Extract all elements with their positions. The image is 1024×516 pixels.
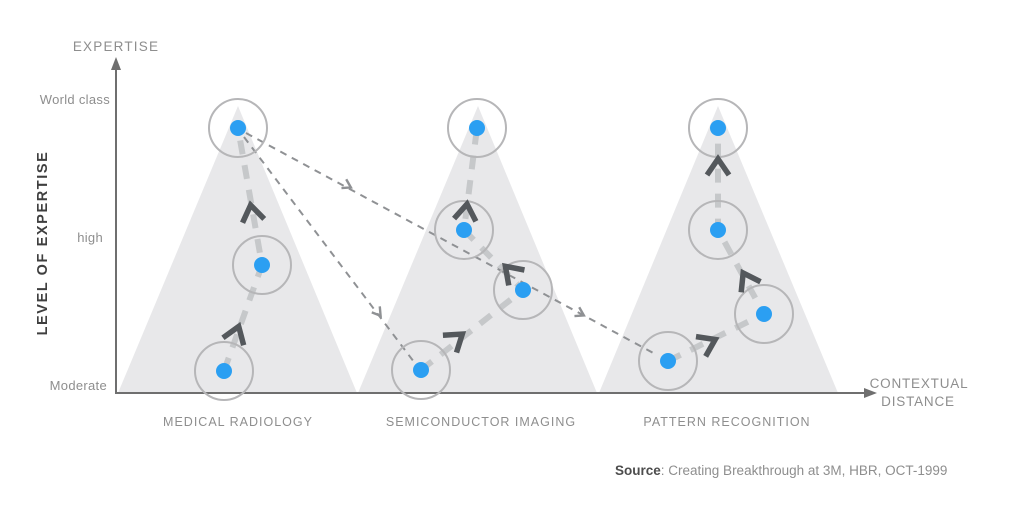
y-axis-side-title: LEVEL OF EXPERTISE <box>35 151 51 336</box>
y-tick-moderate: Moderate <box>50 378 107 393</box>
transfer-arrow-icon <box>371 306 382 318</box>
transfer-arrow-icon <box>574 306 586 318</box>
halo-circle-semiconductor-imaging <box>447 98 507 158</box>
transfer-arrow-icon <box>341 178 353 190</box>
expert-dot-medical-radiology <box>254 257 270 273</box>
direction-chevron-icon <box>240 200 267 224</box>
direction-chevron-icon <box>738 268 762 293</box>
expertise-triangle-semiconductor-imaging <box>358 106 597 393</box>
triangle-label-pattern-recognition: PATTERN RECOGNITION <box>643 415 810 429</box>
triangle-label-medical-radiology: MEDICAL RADIOLOGY <box>163 415 313 429</box>
expert-dot-pattern-recognition <box>710 120 726 136</box>
halo-circle-pattern-recognition <box>688 200 748 260</box>
expert-dot-pattern-recognition <box>756 306 772 322</box>
direction-chevron-icon <box>442 331 467 354</box>
expert-dot-semiconductor-imaging <box>456 222 472 238</box>
direction-chevron-icon <box>221 321 247 346</box>
transfer-medical-to-semiconductor <box>243 136 415 363</box>
x-axis-title-line1: CONTEXTUAL <box>870 376 969 391</box>
halo-circle-semiconductor-imaging <box>493 260 553 320</box>
halo-circle-pattern-recognition <box>638 331 698 391</box>
expertise-triangle-pattern-recognition <box>599 106 838 393</box>
x-axis-arrowhead-icon <box>864 388 877 398</box>
halo-circle-medical-radiology <box>208 98 268 158</box>
y-tick-world-class: World class <box>40 92 110 107</box>
expert-dot-pattern-recognition <box>660 353 676 369</box>
y-tick-high: high <box>77 230 103 245</box>
halo-circle-medical-radiology <box>194 341 254 401</box>
x-axis-title-line2: DISTANCE <box>881 394 955 409</box>
halo-circle-medical-radiology <box>232 235 292 295</box>
y-axis-arrowhead-icon <box>111 57 121 70</box>
expert-dot-medical-radiology <box>230 120 246 136</box>
halo-circle-pattern-recognition <box>734 284 794 344</box>
direction-chevron-icon <box>695 333 720 358</box>
expert-dot-semiconductor-imaging <box>469 120 485 136</box>
diagram-content-layer <box>194 98 794 401</box>
source-note: Source: Creating Breakthrough at 3M, HBR… <box>615 463 947 478</box>
y-axis-title: EXPERTISE <box>73 39 159 54</box>
source-label: Source <box>615 463 661 478</box>
halo-circle-semiconductor-imaging <box>391 340 451 400</box>
expert-dot-semiconductor-imaging <box>413 362 429 378</box>
expert-dot-semiconductor-imaging <box>515 282 531 298</box>
source-text: : Creating Breakthrough at 3M, HBR, OCT-… <box>661 463 948 478</box>
expert-dot-pattern-recognition <box>710 222 726 238</box>
direction-chevron-icon <box>501 262 525 286</box>
triangle-label-semiconductor-imaging: SEMICONDUCTOR IMAGING <box>386 415 576 429</box>
halo-circle-semiconductor-imaging <box>434 200 494 260</box>
direction-chevron-icon <box>452 199 479 223</box>
direction-chevron-icon <box>704 154 732 177</box>
expert-dot-medical-radiology <box>216 363 232 379</box>
